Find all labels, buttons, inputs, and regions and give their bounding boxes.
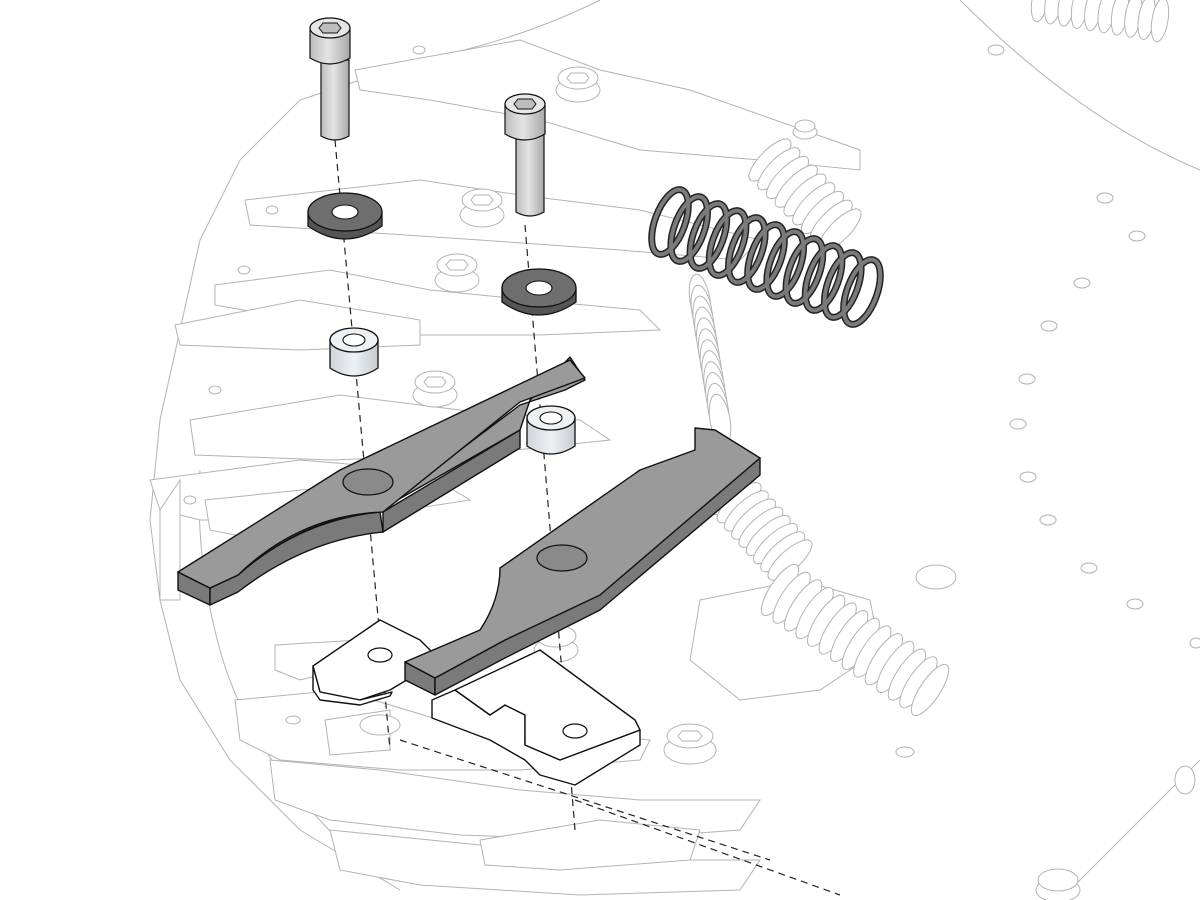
lever-arm-upper [177, 356, 586, 606]
base-plate-left [312, 619, 441, 706]
spring-coil [803, 243, 844, 313]
spring-coil [822, 250, 864, 320]
background-assembly [149, 0, 1200, 900]
spring-coil [649, 187, 691, 257]
spring-coil [707, 208, 748, 278]
compression-spring [648, 186, 884, 328]
spacer-right [526, 405, 576, 455]
lever-arm-lower [404, 427, 761, 696]
ghost-holes [183, 44, 1200, 758]
spacer-left [329, 327, 379, 377]
cap-screw-right [504, 93, 546, 217]
ghost-spring-coil [1150, 0, 1170, 43]
spring-coil [784, 236, 825, 306]
ghost-springs [687, 0, 1170, 717]
washer-right [501, 268, 577, 316]
spring-coil [726, 215, 768, 285]
spring-coil [764, 229, 806, 299]
spring-coil [745, 222, 787, 292]
ghost-spring-coil [910, 663, 950, 717]
spring-coil [668, 194, 710, 264]
spring-coil [688, 201, 729, 271]
washer-left [307, 192, 383, 240]
base-plate-right [431, 649, 641, 786]
ghost-screw-heads [412, 66, 1196, 900]
spring-coil [841, 257, 883, 327]
cap-screw-left [309, 17, 351, 141]
